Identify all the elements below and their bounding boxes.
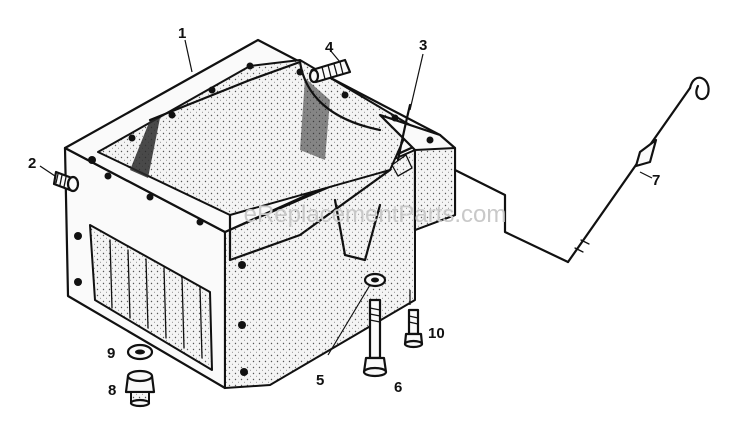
bolt-short xyxy=(403,308,424,349)
dipstick-tube xyxy=(391,103,413,177)
inner-wall-shadow-2 xyxy=(300,78,330,160)
inner-wall-shadow xyxy=(130,118,160,178)
bolt-long xyxy=(362,298,388,378)
callout-3: 3 xyxy=(419,37,427,54)
flange-bolt-holes xyxy=(74,62,434,376)
callout-10: 10 xyxy=(428,325,445,342)
watermark: eReplacementParts.com xyxy=(244,201,507,228)
oil-pan-rear-boss-face xyxy=(414,147,456,231)
leader-lines xyxy=(39,39,653,356)
dipstick xyxy=(453,76,710,264)
callout-4: 4 xyxy=(325,39,334,56)
callouts: 1 2 3 4 5 6 7 8 9 10 xyxy=(28,25,660,399)
stud-top xyxy=(308,58,352,84)
washer-small xyxy=(363,272,387,288)
inner-sump xyxy=(333,198,382,262)
inner-back-edge xyxy=(148,60,302,122)
stud-left xyxy=(52,170,80,193)
drain-washer xyxy=(126,343,154,361)
oil-pan-ribs xyxy=(109,239,203,359)
callout-7: 7 xyxy=(652,172,660,189)
inner-floor-edge xyxy=(228,168,392,262)
oil-pan-rib-panel xyxy=(89,224,213,371)
callout-2: 2 xyxy=(28,155,36,172)
callout-1: 1 xyxy=(178,25,186,42)
callout-5: 5 xyxy=(316,372,324,389)
drain-plug xyxy=(124,369,156,408)
callout-9: 9 xyxy=(107,345,115,362)
callout-8: 8 xyxy=(108,382,116,399)
callout-6: 6 xyxy=(394,379,402,396)
oil-pan xyxy=(63,38,457,390)
